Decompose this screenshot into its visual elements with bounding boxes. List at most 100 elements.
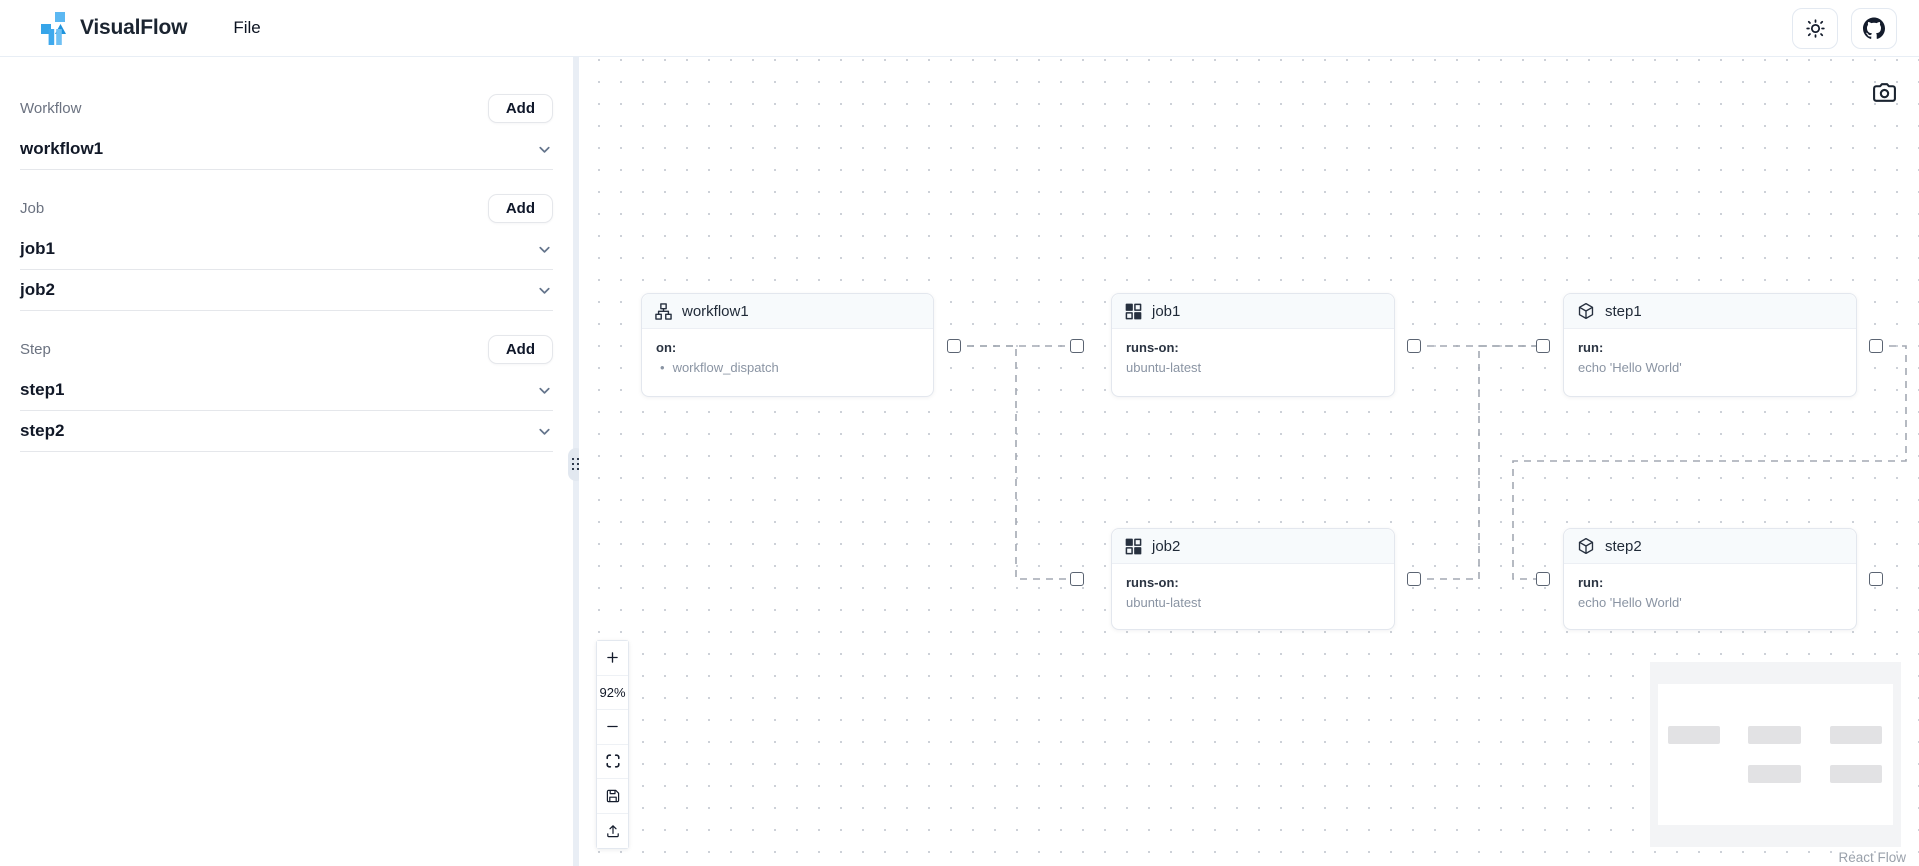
sun-icon	[1805, 18, 1825, 38]
handle-workflow1-right[interactable]	[947, 339, 961, 353]
workflow-icon	[655, 302, 672, 320]
edge-job2-to-step1	[1414, 345, 1543, 580]
node-body: on: •workflow_dispatch	[642, 329, 933, 386]
chevron-down-icon	[536, 382, 553, 399]
job-icon	[1125, 538, 1142, 555]
node-header: job1	[1112, 294, 1394, 329]
item-label: job2	[20, 280, 55, 299]
zoom-level: 92%	[597, 675, 628, 710]
flow-node-workflow1[interactable]: workflow1 on: •workflow_dispatch	[641, 293, 934, 397]
flow-node-job1[interactable]: job1 runs-on: ubuntu-latest	[1111, 293, 1395, 397]
fit-view-icon	[605, 753, 621, 769]
upload-button[interactable]	[597, 813, 628, 848]
app-logo-icon	[41, 11, 66, 45]
job-icon	[1125, 303, 1142, 320]
flow-node-job2[interactable]: job2 runs-on: ubuntu-latest	[1111, 528, 1395, 630]
node-body: run:echo 'Hello World'	[1564, 329, 1856, 386]
fit-view-button[interactable]	[597, 744, 628, 779]
sidebar-item-job1[interactable]: job1	[20, 229, 553, 270]
add-job-button[interactable]: Add	[487, 194, 553, 223]
node-title: job2	[1152, 537, 1181, 555]
theme-toggle-button[interactable]	[1792, 7, 1838, 49]
node-title: workflow1	[682, 302, 749, 320]
save-button[interactable]	[597, 779, 628, 814]
flow-canvas[interactable]: workflow1 on: •workflow_dispatch job1 runs-o…	[579, 57, 1919, 866]
handle-step2-left[interactable]	[1536, 572, 1550, 586]
minus-icon	[605, 719, 620, 734]
node-field-label: run:	[1578, 575, 1604, 590]
handle-job1-left[interactable]	[1070, 339, 1084, 353]
node-header: workflow1	[642, 294, 933, 329]
node-field-value: echo 'Hello World'	[1578, 360, 1842, 375]
chevron-down-icon	[536, 241, 553, 258]
flow-node-step2[interactable]: step2 run: echo 'Hello World'	[1563, 528, 1857, 630]
sidebar-item-job2[interactable]: job2	[20, 270, 553, 311]
node-field-value: ubuntu-latest	[1126, 595, 1380, 610]
node-header: step2	[1564, 529, 1856, 564]
section-header: Step Add	[20, 334, 553, 365]
node-header: job2	[1112, 529, 1394, 564]
save-icon	[605, 788, 621, 804]
flow-node-step1[interactable]: step1 run:echo 'Hello World'	[1563, 293, 1857, 397]
minimap-node	[1830, 765, 1882, 783]
value-text: ubuntu-latest	[1126, 595, 1202, 610]
item-label: job1	[20, 239, 55, 258]
screenshot-button[interactable]	[1870, 78, 1899, 110]
topbar-actions	[1792, 7, 1897, 49]
handle-step2-right[interactable]	[1869, 572, 1883, 586]
node-field-label: runs-on:	[1126, 340, 1179, 355]
node-field-value: echo 'Hello World'	[1578, 595, 1842, 610]
minimap-node	[1668, 726, 1720, 744]
handle-step1-left[interactable]	[1536, 339, 1550, 353]
item-label: step2	[20, 421, 65, 440]
minimap[interactable]	[1650, 662, 1901, 847]
canvas-controls: 92%	[596, 640, 629, 849]
menu-file[interactable]: File	[233, 18, 261, 37]
add-workflow-button[interactable]: Add	[487, 94, 553, 123]
node-field-label: on:	[656, 340, 677, 355]
node-title: step1	[1605, 302, 1642, 320]
value-text: workflow_dispatch	[672, 360, 779, 375]
node-field-value: ubuntu-latest	[1126, 360, 1380, 375]
value-text: ubuntu-latest	[1126, 360, 1202, 375]
attribution: React Flow	[1838, 850, 1906, 865]
chevron-down-icon	[536, 282, 553, 299]
sidebar-item-step1[interactable]: step1	[20, 370, 553, 411]
handle-step1-right[interactable]	[1869, 339, 1883, 353]
node-title: step2	[1605, 537, 1642, 555]
step-icon	[1577, 537, 1595, 555]
zoom-in-button[interactable]	[597, 641, 628, 676]
section-label: Step	[20, 341, 51, 358]
sidebar-item-workflow1[interactable]: workflow1	[20, 129, 553, 170]
item-label: step1	[20, 380, 65, 399]
add-step-button[interactable]: Add	[487, 335, 553, 364]
value-text: echo 'Hello World'	[1578, 595, 1682, 610]
zoom-out-button[interactable]	[597, 710, 628, 745]
node-field-label: runs-on:	[1126, 575, 1179, 590]
node-field-value: •workflow_dispatch	[656, 360, 919, 375]
chevron-down-icon	[536, 141, 553, 158]
node-title: job1	[1152, 302, 1181, 320]
github-icon	[1863, 17, 1885, 39]
github-link-button[interactable]	[1851, 7, 1897, 49]
minimap-node	[1830, 726, 1882, 744]
item-label: workflow1	[20, 139, 104, 158]
upload-icon	[605, 823, 621, 839]
node-body: runs-on: ubuntu-latest	[1112, 329, 1394, 386]
node-header: step1	[1564, 294, 1856, 329]
sidebar-item-step2[interactable]: step2	[20, 411, 553, 452]
minimap-node	[1748, 726, 1801, 744]
chevron-down-icon	[536, 423, 553, 440]
handle-job2-left[interactable]	[1070, 572, 1084, 586]
app-title: VisualFlow	[80, 16, 188, 39]
handle-job1-right[interactable]	[1407, 339, 1421, 353]
brand: VisualFlow	[40, 11, 188, 45]
value-text: echo 'Hello World'	[1578, 360, 1682, 375]
handle-job2-right[interactable]	[1407, 572, 1421, 586]
minimap-node	[1748, 765, 1801, 783]
